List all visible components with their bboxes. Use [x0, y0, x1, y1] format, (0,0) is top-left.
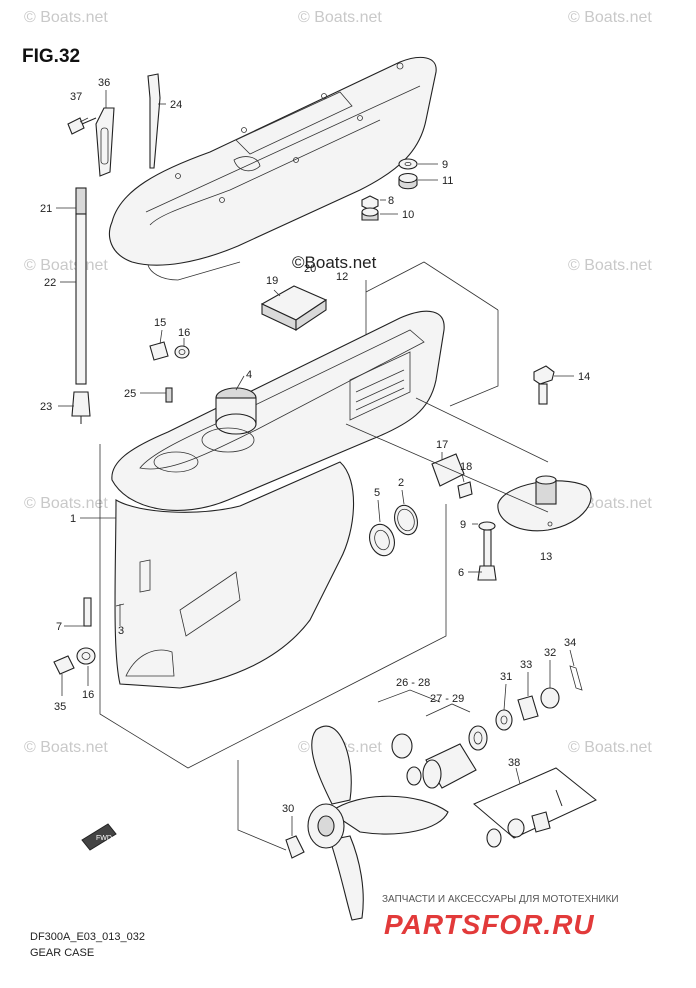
callout-12: 12 [336, 271, 348, 283]
watermark: © Boats.net [24, 9, 108, 26]
zinc-block [431, 453, 473, 499]
callout-32: 32 [544, 647, 556, 659]
callout-14: 14 [578, 371, 590, 383]
callout-2: 2 [398, 477, 404, 489]
bolt-14 [533, 365, 555, 405]
callout-27-29: 27 - 29 [430, 693, 464, 705]
watermark-center: ©Boats.net [292, 253, 377, 272]
figure-name: GEAR CASE [30, 947, 94, 959]
callout-9: 9 [442, 159, 448, 171]
callout-20: 20 [304, 263, 316, 275]
fwd-label: FWD [96, 835, 112, 842]
callout-19: 19 [266, 275, 278, 287]
callout-26-28: 26 - 28 [396, 677, 430, 689]
bracket-and-bolt [67, 107, 115, 177]
propeller [285, 725, 449, 921]
callout-36: 36 [98, 77, 110, 89]
callout-17: 17 [436, 439, 448, 451]
vertical-shaft [71, 187, 91, 424]
propeller-nut-set [495, 665, 583, 731]
callout-8: 8 [388, 195, 394, 207]
callout-21: 21 [40, 203, 52, 215]
washer-nut-stack [361, 158, 418, 221]
watermark: © Boats.net [298, 9, 382, 26]
callout-1: 1 [70, 513, 76, 525]
banner-tagline: ЗАПЧАСТИ И АКСЕССУАРЫ ДЛЯ МОТОТЕХНИКИ [382, 894, 619, 905]
callout-7: 7 [56, 621, 62, 633]
callout-5: 5 [374, 487, 380, 499]
figure-code: DF300A_E03_013_032 [30, 931, 145, 943]
bolt-7 [83, 597, 92, 627]
callout-9b: 9 [460, 519, 466, 531]
watermark: © Boats.net [24, 495, 108, 512]
watermark: © Boats.net [24, 257, 108, 274]
tie-strap [147, 73, 161, 169]
watermark: © Boats.net [568, 257, 652, 274]
oil-seals [369, 504, 418, 557]
trim-tab-anode [497, 475, 592, 532]
callout-18: 18 [460, 461, 472, 473]
callout-24: 24 [170, 99, 182, 111]
rubber-pad [260, 285, 328, 332]
callout-23: 23 [40, 401, 52, 413]
callout-3: 3 [118, 625, 124, 637]
callout-6: 6 [458, 567, 464, 579]
callout-30: 30 [282, 803, 294, 815]
figure-title: FIG.32 [22, 46, 80, 67]
plug-bottom [53, 647, 96, 675]
banner-brand: PARTSFOR.RU [384, 909, 595, 940]
callout-11: 11 [442, 175, 453, 187]
callout-37: 37 [70, 91, 82, 103]
watermark: © Boats.net [568, 739, 652, 756]
spare-kit-38 [473, 767, 597, 848]
callout-31: 31 [500, 671, 512, 683]
gear-case-housing [111, 310, 445, 689]
callout-38: 38 [508, 757, 520, 769]
callout-16: 16 [178, 327, 190, 339]
callout-33: 33 [520, 659, 532, 671]
drain-plugs [149, 341, 190, 361]
thrust-hub [391, 725, 488, 789]
callout-25: 25 [124, 388, 136, 400]
pin-3 [115, 603, 125, 618]
callout-35: 35 [54, 701, 66, 713]
watermark: © Boats.net [568, 9, 652, 26]
callout-10: 10 [402, 209, 414, 221]
watermark: © Boats.net [24, 739, 108, 756]
callout-4: 4 [246, 369, 252, 381]
callout-13: 13 [540, 551, 552, 563]
partsfor-banner: ЗАПЧАСТИ И АКСЕССУАРЫ ДЛЯ МОТОТЕХНИКИ PA… [382, 894, 619, 940]
bolt-6 [477, 521, 497, 581]
leader-lines [56, 90, 575, 851]
callout-15: 15 [154, 317, 166, 329]
dowel-pin [165, 387, 173, 403]
callout-16b: 16 [82, 689, 94, 701]
callout-22: 22 [44, 277, 56, 289]
callout-labels: 37 36 24 9 11 8 10 21 22 19 20 12 15 16 … [40, 77, 590, 815]
callout-34: 34 [564, 637, 576, 649]
top-cover-plate [108, 56, 437, 281]
forward-arrow-icon: FWD [81, 823, 117, 851]
